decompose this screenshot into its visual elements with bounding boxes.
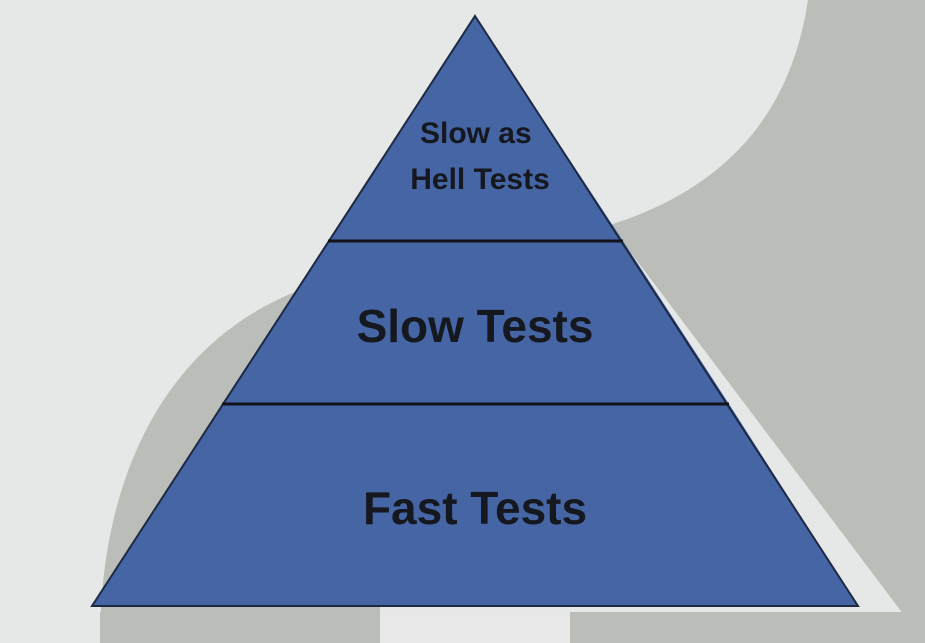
- tier-label-middle: Slow Tests: [357, 300, 594, 352]
- pyramid-outline: [90, 14, 860, 607]
- test-pyramid: Slow as Hell Tests Slow Tests Fast Tests: [90, 14, 860, 607]
- tier-label-top-line-1: Slow as: [420, 117, 532, 150]
- tier-label-top-line-2: Hell Tests: [410, 163, 550, 196]
- pyramid-tier-bottom: [92, 404, 858, 606]
- background-footer-notch: [380, 612, 570, 643]
- pyramid-tier-top: [328, 16, 623, 241]
- background-swoosh-right: [610, 0, 925, 643]
- tier-label-top: Slow as Hell Tests: [410, 117, 550, 196]
- tier-label-bottom: Fast Tests: [363, 482, 587, 534]
- pyramid-tier-middle: [222, 241, 729, 404]
